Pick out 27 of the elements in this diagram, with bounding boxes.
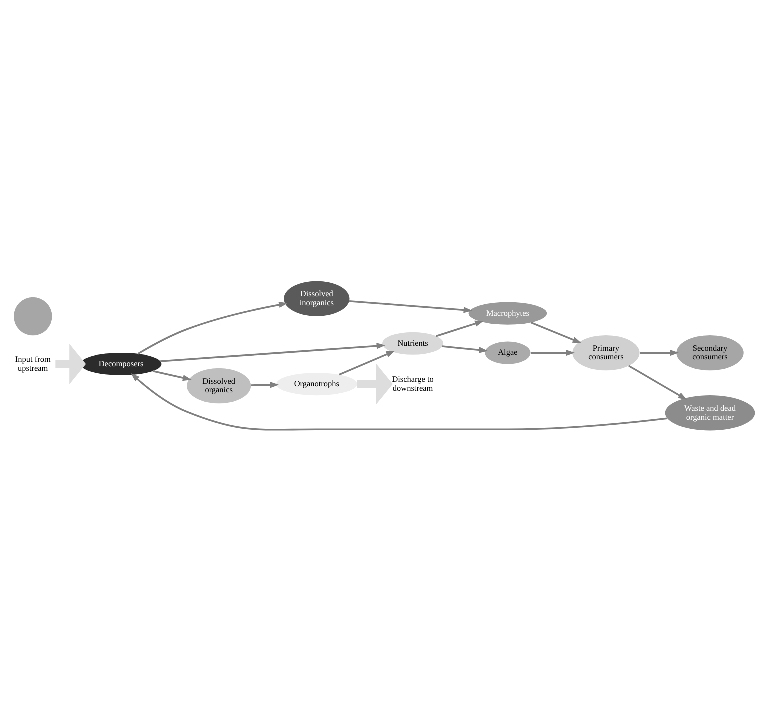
arrow [442,346,488,354]
node-circle [14,297,52,336]
arrow [339,350,396,376]
arrow [640,350,680,356]
arrow [56,344,86,384]
node-ellipse: Algae [485,342,531,364]
arrow [531,350,576,356]
node-ellipse: Secondary consumers [676,335,744,371]
node-text: Input from upstream [15,355,51,373]
arrow [358,364,393,405]
arrow [251,382,280,388]
arrow [152,370,192,382]
node-ellipse: Nutrients [382,332,444,355]
arrow [436,320,484,338]
arrow [138,302,288,355]
arrow [349,300,473,314]
arrow [628,365,688,400]
arrow [160,343,386,362]
arrow [530,322,582,344]
node-ellipse: Macrophytes [468,302,548,325]
node-ellipse: Dissolved organics [187,368,252,404]
node-ellipse: Waste and dead organic matter [665,396,756,431]
node-ellipse: Dissolved inorganics [284,281,350,316]
node-ellipse: Organotrophs [276,372,358,396]
node-ellipse: Decomposers [80,352,162,376]
arrow [131,373,668,431]
node-text: Discharge to downstream [392,375,434,393]
